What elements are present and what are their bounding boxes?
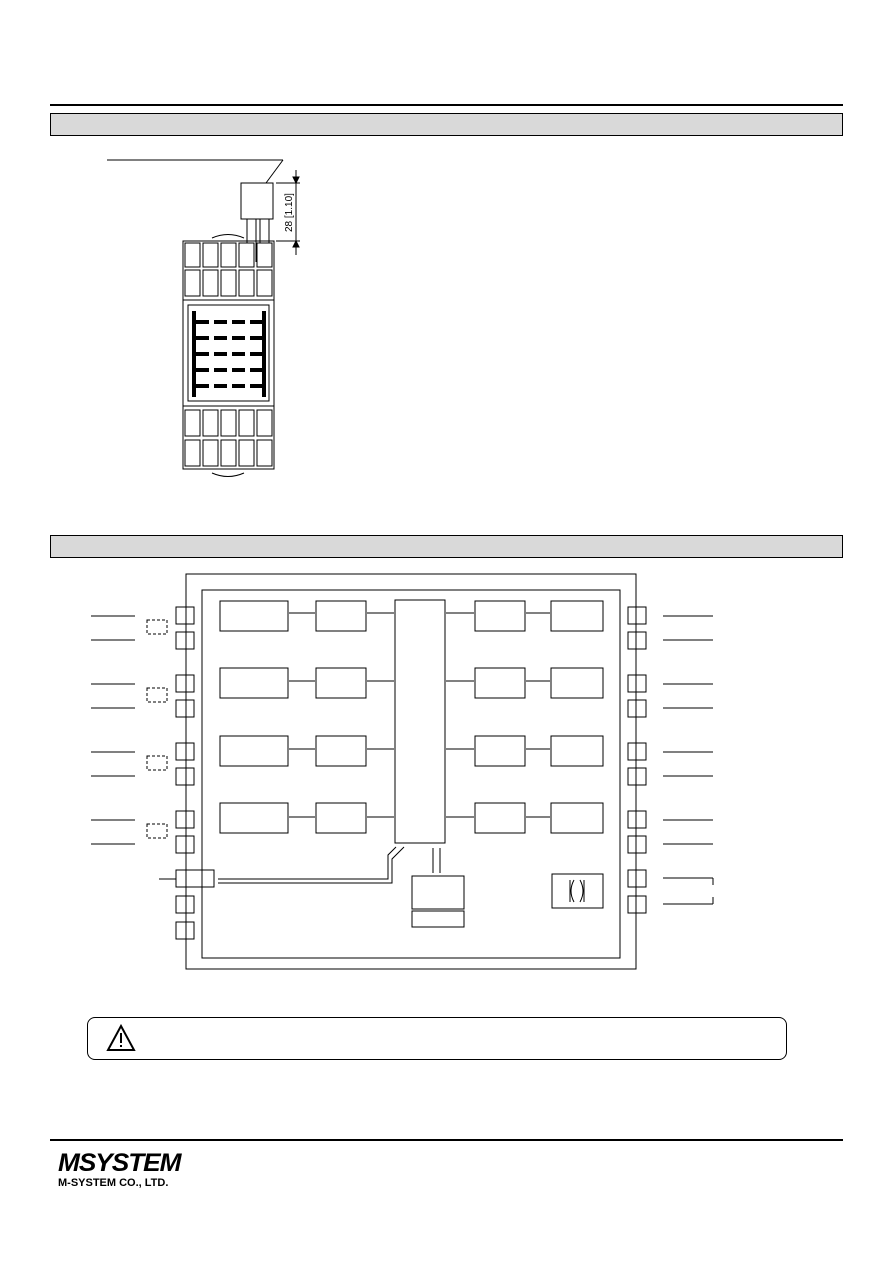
company-name: M-SYSTEM CO., LTD. [58,1177,169,1189]
section-bar-installation [50,113,843,136]
warning-icon [106,1024,136,1051]
company-logo: MSYSTEM M-SYSTEM CO., LTD. [58,1150,182,1189]
logo-mark: MSYSTEM [58,1149,182,1177]
caution-box [87,1017,787,1060]
footer-rule [50,1139,843,1141]
section-bar-block-diagram [50,535,843,558]
dimension-label: 28 [1.10] [284,193,295,232]
header-rule [50,104,843,106]
